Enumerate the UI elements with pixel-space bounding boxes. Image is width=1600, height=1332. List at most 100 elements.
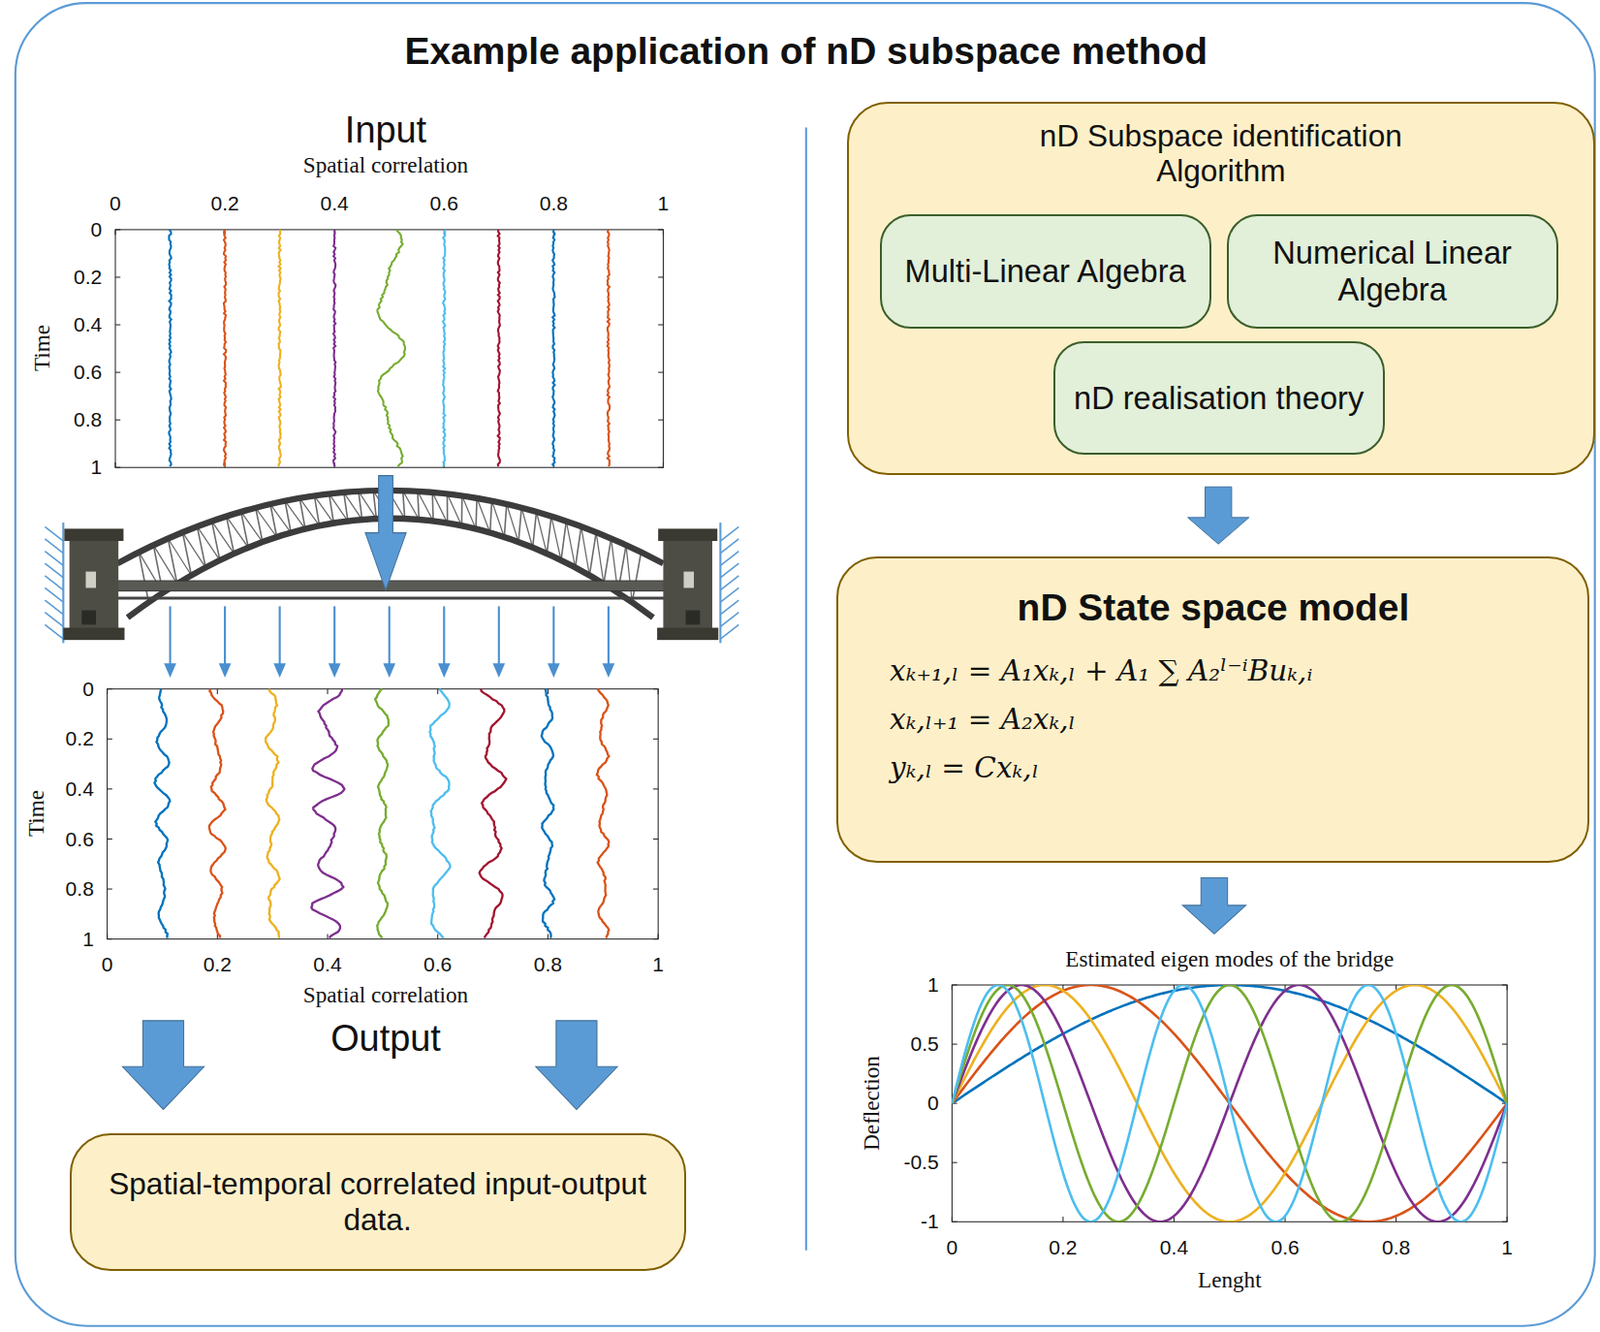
truss-member xyxy=(329,493,348,521)
hatch-stroke xyxy=(44,624,63,639)
flow-arrow xyxy=(535,1020,618,1110)
truss-member xyxy=(561,521,566,561)
tick-label: 0.4 xyxy=(1160,1235,1189,1258)
truss-member xyxy=(503,503,506,537)
equation: xₖ₊₁,ₗ = A₁xₖ,ₗ + A₁ ∑ A₂ˡ⁻ⁱBuₖ,ᵢ xyxy=(889,646,1574,695)
tick-mark xyxy=(1502,1161,1507,1163)
sensor-arrow xyxy=(333,605,336,665)
output-signal xyxy=(209,689,226,939)
tick-label: -1 xyxy=(920,1210,940,1233)
tick-mark xyxy=(951,1221,957,1223)
input-signal xyxy=(442,229,445,467)
tick-mark xyxy=(653,938,659,940)
mode-shape xyxy=(951,984,1507,1222)
output-signal xyxy=(265,689,280,939)
plot-frame xyxy=(107,689,659,940)
output-signal xyxy=(311,689,345,939)
flow-arrow xyxy=(122,1020,204,1110)
sensor-arrow xyxy=(492,662,505,678)
tick-mark xyxy=(115,228,121,230)
divider-line xyxy=(805,127,808,1251)
hatch-stroke xyxy=(44,599,63,615)
tick-mark xyxy=(1506,1216,1508,1222)
mode-shape xyxy=(951,984,1507,1222)
equation: yₖ,ₗ = Cxₖ,ₗ xyxy=(889,743,1574,792)
truss-member xyxy=(546,516,552,554)
truss-member xyxy=(241,511,263,542)
tick-label: 1 xyxy=(927,973,940,997)
box-heading: nD Subspace identification Algorithm xyxy=(975,118,1466,189)
output-signal xyxy=(429,689,450,939)
sensor-arrow xyxy=(279,605,282,665)
tick-mark xyxy=(106,933,108,939)
tick-mark xyxy=(1062,1216,1064,1222)
output-signal xyxy=(541,689,555,939)
tick-mark xyxy=(951,984,953,990)
sensor-arrow xyxy=(547,662,561,678)
tick-label: 0.6 xyxy=(73,361,102,384)
truss-member xyxy=(518,507,522,542)
axis-label: Time xyxy=(30,324,55,372)
tick-label: 0.2 xyxy=(73,265,102,288)
tick-mark xyxy=(107,938,113,940)
truss-member xyxy=(589,532,597,575)
input-signal xyxy=(552,229,555,467)
tick-mark xyxy=(658,419,663,421)
hatch-stroke xyxy=(720,612,739,628)
tick-mark xyxy=(658,467,663,469)
method-box: nD realisation theory xyxy=(1053,341,1385,456)
tick-mark xyxy=(951,1216,953,1222)
sensor-arrow xyxy=(163,662,177,678)
method-box: Multi-Linear Algebra xyxy=(879,214,1212,329)
tick-mark xyxy=(107,787,113,789)
truss-member xyxy=(490,501,493,534)
truss-member xyxy=(284,501,306,530)
mode-curves xyxy=(951,984,1507,1222)
tick-mark xyxy=(653,787,659,789)
sensor-arrow xyxy=(438,662,451,678)
input-signal xyxy=(498,229,501,467)
bridge-pier xyxy=(657,627,719,641)
tick-mark xyxy=(658,276,663,278)
tick-mark xyxy=(1502,983,1507,985)
axis-label: Time xyxy=(24,789,49,837)
input-signal xyxy=(376,229,406,467)
truss-member xyxy=(475,498,477,530)
box-label: Numerical Linear Algebra xyxy=(1242,234,1542,308)
tick-mark xyxy=(653,838,659,840)
tick-label: 0 xyxy=(109,191,122,215)
tick-label: 0.2 xyxy=(1048,1235,1077,1258)
sensor-arrow xyxy=(442,605,445,665)
tick-mark xyxy=(951,1161,957,1163)
tick-label: 0.8 xyxy=(73,408,102,432)
sensor-arrow xyxy=(498,605,501,665)
truss-member xyxy=(575,526,582,567)
bridge-pier xyxy=(69,538,120,633)
truss-member xyxy=(153,544,177,584)
tick-mark xyxy=(662,229,664,235)
hatch-stroke xyxy=(720,538,739,554)
tick-label: 0.4 xyxy=(73,313,102,336)
truss-member xyxy=(446,493,449,523)
tick-label: 0 xyxy=(101,952,114,975)
hatch-stroke xyxy=(44,612,63,628)
output-signal xyxy=(154,689,170,939)
hatch-stroke xyxy=(44,526,63,541)
truss-member xyxy=(603,538,612,585)
sensor-arrow xyxy=(169,605,172,665)
tick-label: 0.8 xyxy=(533,952,563,975)
sensor-arrow xyxy=(219,662,232,678)
truss-member xyxy=(226,516,250,548)
tick-label: 0.4 xyxy=(65,777,95,800)
tick-mark xyxy=(114,229,116,235)
input-signal xyxy=(168,229,171,467)
hatch-stroke xyxy=(720,624,739,639)
truss-member xyxy=(344,492,363,520)
tick-label: 0.2 xyxy=(203,952,232,975)
truss-member xyxy=(358,491,377,519)
tick-mark xyxy=(326,933,328,939)
plot-label: Lenght xyxy=(1197,1268,1262,1293)
axis-label: Deflection xyxy=(860,1055,885,1151)
input-signal xyxy=(278,229,281,467)
tick-mark xyxy=(547,689,549,694)
